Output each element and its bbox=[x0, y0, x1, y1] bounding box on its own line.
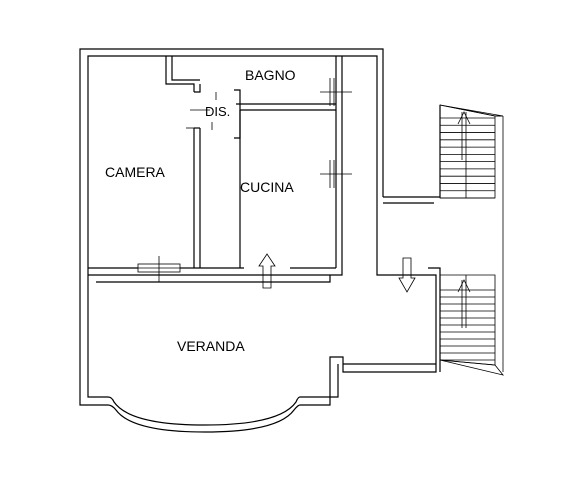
stair-arrow-icon bbox=[457, 111, 471, 198]
door-marks bbox=[186, 92, 217, 130]
interior-walls bbox=[88, 56, 337, 269]
stairs bbox=[439, 104, 505, 376]
room-label-bagno: BAGNO bbox=[245, 67, 296, 83]
room-label-camera: CAMERA bbox=[105, 164, 166, 180]
room-label-cucina: CUCINA bbox=[240, 179, 294, 195]
window-icon bbox=[137, 256, 181, 282]
room-label-dis: DIS. bbox=[205, 104, 230, 119]
entrance-arrow-icon bbox=[258, 253, 276, 289]
window-icon bbox=[320, 160, 352, 188]
entrance-arrows bbox=[258, 253, 416, 293]
room-label-veranda: VERANDA bbox=[177, 338, 245, 354]
window-icon bbox=[320, 78, 352, 106]
windows bbox=[137, 78, 352, 282]
outer-walls bbox=[79, 48, 441, 433]
room-labels: BAGNO DIS. CAMERA CUCINA VERANDA bbox=[105, 67, 296, 354]
stair-arrow-icon bbox=[457, 275, 471, 328]
entrance-arrow-icon bbox=[398, 257, 416, 293]
